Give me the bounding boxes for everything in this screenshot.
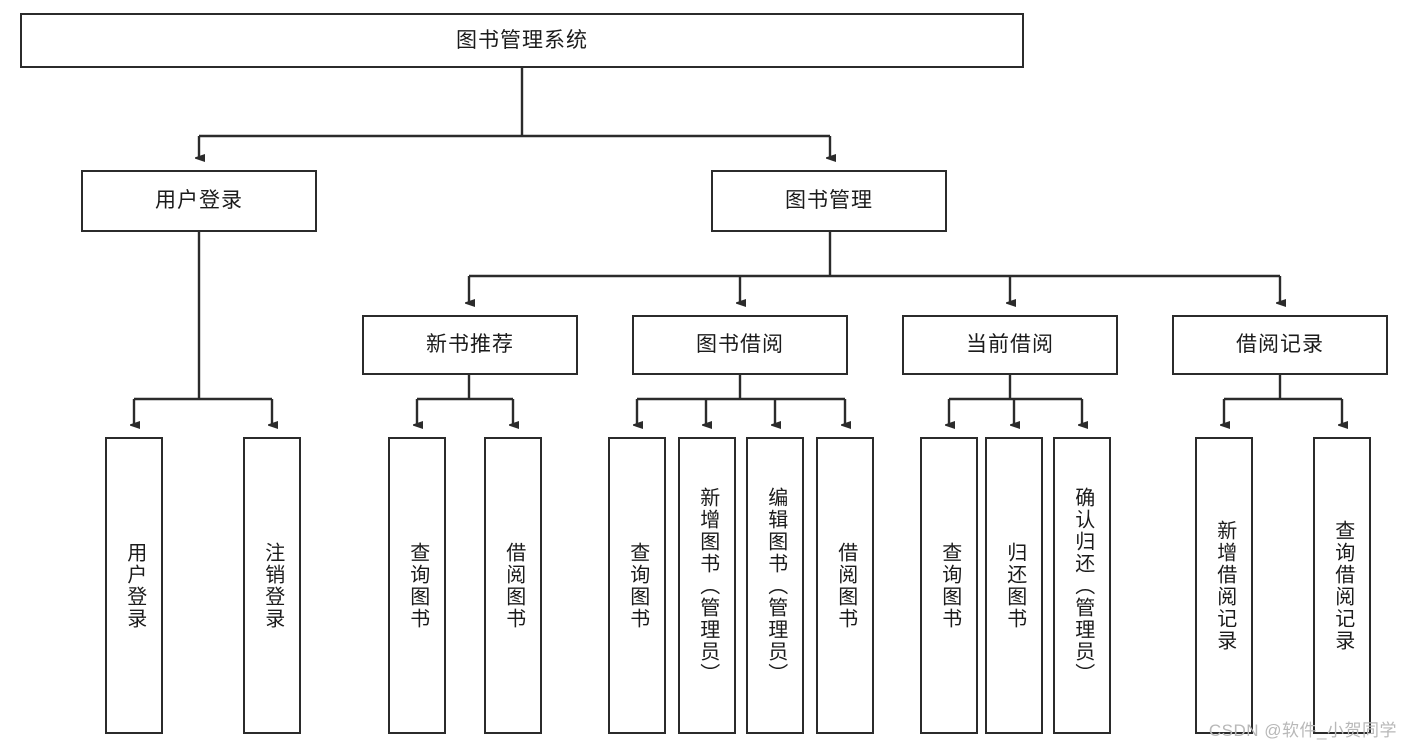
- node-leaf-add-record[interactable]: 新增借阅记录: [1195, 437, 1253, 734]
- node-label: 新增图书（管理员）: [696, 486, 719, 685]
- node-root-book-management-system[interactable]: 图书管理系统: [20, 13, 1024, 68]
- node-label: 归还图书: [1003, 541, 1026, 630]
- node-leaf-query-book-1[interactable]: 查询图书: [388, 437, 446, 734]
- node-leaf-confirm-return[interactable]: 确认归还（管理员）: [1053, 437, 1111, 734]
- node-leaf-add-book[interactable]: 新增图书（管理员）: [678, 437, 736, 734]
- node-new-book-recommend[interactable]: 新书推荐: [362, 315, 578, 375]
- node-label: 借阅图书: [834, 541, 857, 630]
- node-label: 注销登录: [261, 541, 284, 630]
- node-label: 查询图书: [938, 541, 961, 630]
- node-label: 查询借阅记录: [1331, 519, 1354, 652]
- node-leaf-query-book-2[interactable]: 查询图书: [608, 437, 666, 734]
- node-label: 新增借阅记录: [1213, 519, 1236, 652]
- node-book-management[interactable]: 图书管理: [711, 170, 947, 232]
- node-label: 图书借阅: [696, 333, 784, 357]
- node-label: 借阅图书: [502, 541, 525, 630]
- node-leaf-query-book-3[interactable]: 查询图书: [920, 437, 978, 734]
- node-label: 用户登录: [123, 541, 146, 630]
- node-leaf-borrow-book-2[interactable]: 借阅图书: [816, 437, 874, 734]
- node-label: 新书推荐: [426, 333, 514, 357]
- node-label: 确认归还（管理员）: [1071, 486, 1094, 685]
- node-label: 用户登录: [155, 189, 243, 213]
- node-book-borrow[interactable]: 图书借阅: [632, 315, 848, 375]
- node-leaf-borrow-book-1[interactable]: 借阅图书: [484, 437, 542, 734]
- node-leaf-return-book[interactable]: 归还图书: [985, 437, 1043, 734]
- node-label: 当前借阅: [966, 333, 1054, 357]
- node-leaf-query-record[interactable]: 查询借阅记录: [1313, 437, 1371, 734]
- node-label: 编辑图书（管理员）: [764, 486, 787, 685]
- node-label: 查询图书: [626, 541, 649, 630]
- node-borrow-record[interactable]: 借阅记录: [1172, 315, 1388, 375]
- node-leaf-user-login[interactable]: 用户登录: [105, 437, 163, 734]
- node-leaf-user-logout[interactable]: 注销登录: [243, 437, 301, 734]
- node-leaf-edit-book[interactable]: 编辑图书（管理员）: [746, 437, 804, 734]
- node-label: 借阅记录: [1236, 333, 1324, 357]
- node-label: 查询图书: [406, 541, 429, 630]
- csdn-watermark: CSDN @软件_小贺同学: [1208, 721, 1397, 740]
- node-label: 图书管理系统: [456, 28, 588, 52]
- node-current-borrow[interactable]: 当前借阅: [902, 315, 1118, 375]
- node-user-login[interactable]: 用户登录: [81, 170, 317, 232]
- node-label: 图书管理: [785, 189, 873, 213]
